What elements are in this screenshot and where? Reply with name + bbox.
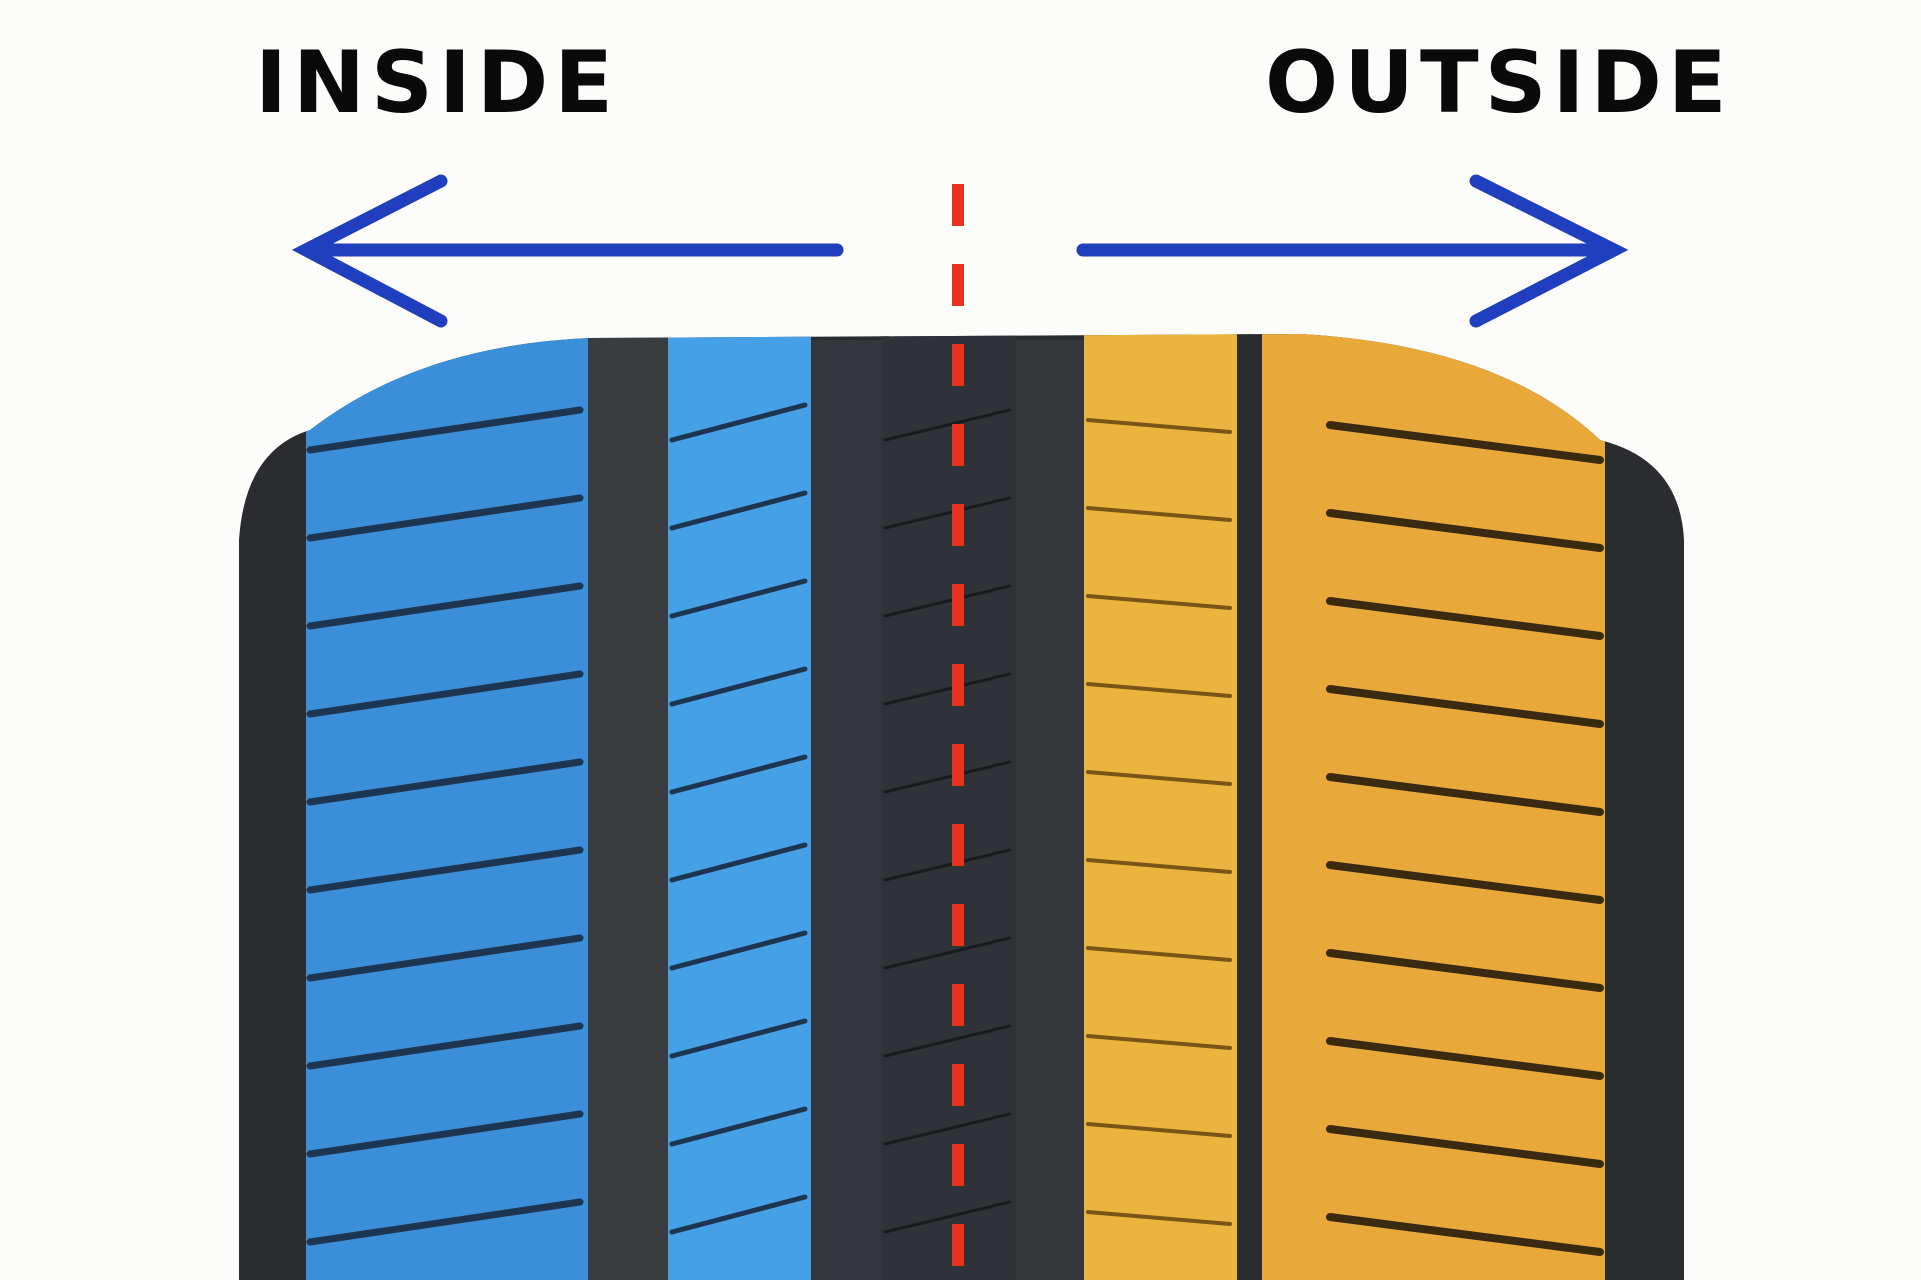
sipe <box>669 666 808 707</box>
tire-tread <box>239 334 1684 1280</box>
sipe <box>1326 773 1604 816</box>
inside-shoulder-rib <box>306 334 588 1280</box>
sipe <box>1086 858 1232 874</box>
inside-groove <box>588 334 668 1280</box>
sipe <box>306 494 584 542</box>
sipe <box>883 584 1012 618</box>
arrow-right-icon <box>1076 174 1629 328</box>
sipe <box>1326 421 1604 464</box>
tread-sipes <box>306 402 1604 1256</box>
sipe <box>306 582 584 630</box>
sipe <box>1326 509 1604 552</box>
sipe <box>669 1194 808 1235</box>
sipe <box>669 402 808 443</box>
sipe <box>883 848 1012 882</box>
inside-center-rib <box>668 334 811 1280</box>
sipe <box>1326 1037 1604 1080</box>
sipe <box>669 1106 808 1147</box>
sipe <box>1086 682 1232 698</box>
sipe <box>883 1200 1012 1234</box>
outside-label: OUTSIDE <box>1265 33 1733 133</box>
sipe <box>1086 770 1232 786</box>
sipe <box>669 578 808 619</box>
sipe <box>1086 506 1232 522</box>
sipe <box>306 1022 584 1070</box>
sipe <box>669 842 808 883</box>
sipe <box>669 930 808 971</box>
arrow-left-icon <box>291 174 844 328</box>
sipe <box>669 754 808 795</box>
sipe <box>1086 946 1232 962</box>
center-rib <box>881 334 1016 1280</box>
sipe <box>883 672 1012 706</box>
outside-center-rib <box>1084 334 1237 1280</box>
sipe <box>1326 685 1604 728</box>
sipe <box>306 1198 584 1246</box>
sipe <box>306 758 584 806</box>
sipe <box>1086 418 1232 434</box>
sipe <box>669 1018 808 1059</box>
sipe <box>883 760 1012 794</box>
sipe <box>306 670 584 718</box>
sipe <box>1086 594 1232 610</box>
center-groove-left <box>811 340 881 1280</box>
sipe <box>306 406 584 454</box>
sipe <box>1326 597 1604 640</box>
sipe <box>883 1112 1012 1146</box>
sipe <box>1086 1034 1232 1050</box>
sipe <box>306 934 584 982</box>
inside-label: INSIDE <box>255 33 619 133</box>
sipe <box>1326 949 1604 992</box>
sipe <box>883 496 1012 530</box>
sipe <box>1326 1213 1604 1256</box>
sipe <box>669 490 808 531</box>
sipe <box>1326 861 1604 904</box>
sipe <box>883 408 1012 442</box>
sipe <box>883 936 1012 970</box>
sipe <box>883 1024 1012 1058</box>
sipe <box>1086 1122 1232 1138</box>
sipe <box>1086 1210 1232 1226</box>
sipe <box>1326 1125 1604 1168</box>
sipe <box>306 846 584 894</box>
outside-groove <box>1237 334 1262 1280</box>
sipe <box>306 1110 584 1158</box>
center-groove-right <box>1016 340 1084 1280</box>
